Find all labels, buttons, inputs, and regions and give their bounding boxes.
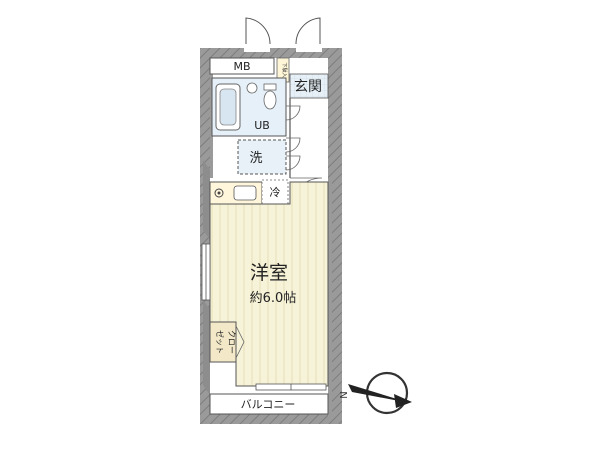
balcony-window [255, 383, 327, 391]
western-room-size: 約6.0帖 [250, 291, 297, 306]
top-doors [244, 17, 322, 52]
fridge-label: 冷 [270, 186, 281, 199]
stove-icon [214, 188, 224, 198]
balcony: バルコニー [209, 393, 329, 415]
closet-label-2: ゼット [215, 330, 225, 354]
closet: クロー ゼット [209, 321, 245, 363]
hall-doors [285, 98, 301, 178]
unit-bath: UB [211, 77, 287, 137]
kitchen-sink-icon [233, 185, 257, 201]
shoe-box-label: 下駄入 [281, 62, 288, 77]
entrance-label: 玄関 [294, 78, 322, 95]
washroom-label: 洗 [249, 151, 262, 166]
washroom: 洗 [237, 139, 287, 175]
entrance: 玄関 [289, 73, 329, 99]
sink-icon [246, 82, 258, 94]
toilet-icon [263, 90, 277, 110]
compass-label: N [339, 391, 350, 398]
closet-label-1: クロー [227, 330, 236, 354]
western-room: 洋室 約6.0帖 [209, 181, 329, 387]
compass-icon: N [339, 371, 412, 415]
balcony-label: バルコニー [241, 398, 296, 411]
ub-label: UB [254, 119, 270, 132]
mb-label: MB [233, 60, 250, 73]
western-room-label: 洋室 [250, 262, 288, 284]
kitchen: 冷 [209, 179, 289, 205]
left-window [201, 243, 211, 301]
mb-box: MB [209, 57, 275, 75]
